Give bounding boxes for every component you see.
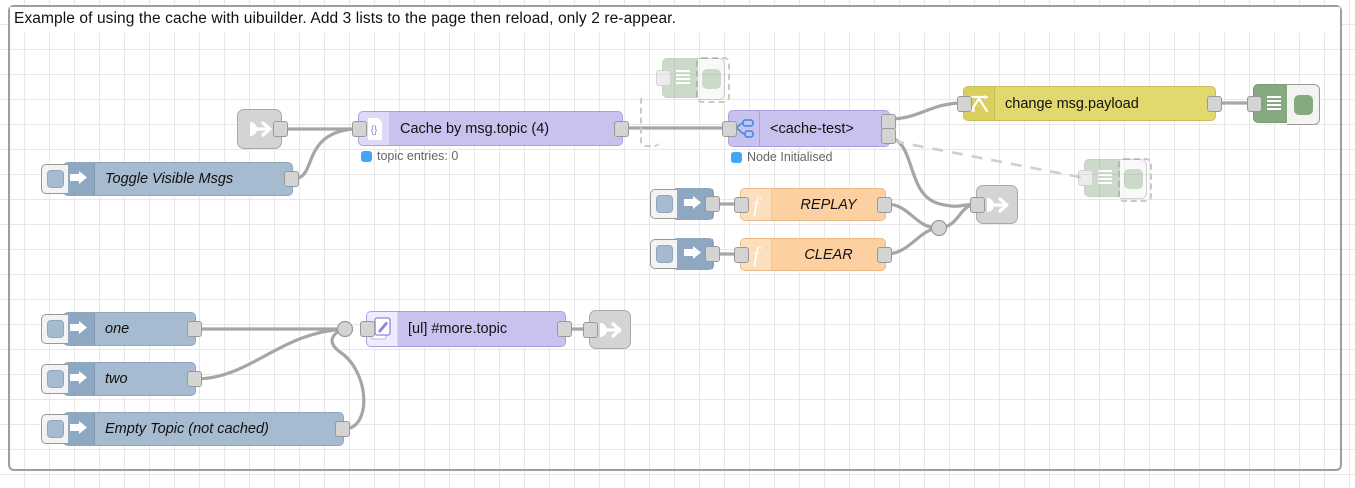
inject-trigger-button[interactable]	[41, 414, 68, 444]
flow-group-frame[interactable]	[8, 5, 1342, 471]
port-out[interactable]	[557, 321, 572, 337]
port-in[interactable]	[1247, 95, 1262, 112]
inject-button-indicator	[46, 170, 64, 188]
link-out-icon	[977, 186, 1017, 223]
port-out[interactable]	[614, 120, 629, 137]
link-out-icon	[590, 311, 630, 348]
ghost-debug-top-outline	[696, 57, 730, 103]
inject-arrow-icon	[64, 163, 95, 195]
port-in[interactable]	[734, 246, 749, 263]
inject-button-indicator	[655, 245, 673, 263]
inject-node-replay[interactable]	[650, 188, 720, 220]
status-dot	[731, 151, 742, 163]
function-node-clear[interactable]: f CLEAR	[734, 238, 892, 271]
node-label: change msg.payload	[1005, 95, 1139, 112]
inject-trigger-button[interactable]	[41, 314, 68, 344]
node-status-cache-test: Node Initialised	[731, 150, 832, 164]
debug-lines-icon	[1085, 160, 1125, 196]
port-out[interactable]	[335, 421, 350, 437]
status-text: topic entries: 0	[377, 149, 459, 163]
svg-text:f: f	[753, 193, 762, 217]
debug-ghost-mid[interactable]	[1078, 159, 1147, 199]
debug-toggle-button[interactable]	[698, 58, 725, 100]
port-out[interactable]	[187, 371, 202, 387]
change-node[interactable]: change msg.payload	[957, 86, 1222, 121]
ghost-debug-mid-outline	[1118, 158, 1152, 202]
inject-trigger-button[interactable]	[41, 364, 68, 394]
link-out-node-bottom[interactable]	[583, 310, 631, 349]
port-in[interactable]	[970, 196, 985, 213]
status-text: Node Initialised	[747, 150, 833, 164]
inject-arrow-icon	[64, 413, 95, 445]
inject-arrow-icon	[64, 363, 95, 395]
svg-text:f: f	[753, 243, 762, 267]
debug-node-right[interactable]	[1247, 84, 1320, 125]
inject-trigger-button[interactable]	[650, 189, 677, 219]
inject-node-one[interactable]: one	[41, 312, 202, 346]
port-in[interactable]	[360, 321, 375, 337]
port-out[interactable]	[273, 121, 288, 137]
uibuilder-node-ul[interactable]: [ul] #more.topic	[360, 311, 572, 347]
node-label: [ul] #more.topic	[408, 321, 508, 337]
inject-node-two[interactable]: two	[41, 362, 202, 396]
inject-node-empty-topic[interactable]: Empty Topic (not cached)	[41, 412, 350, 446]
debug-toggle-indicator	[1123, 169, 1143, 189]
inject-button-indicator	[46, 320, 64, 338]
node-label: REPLAY	[800, 196, 857, 213]
debug-toggle-button[interactable]	[1287, 84, 1320, 125]
node-label: <cache-test>	[770, 120, 854, 137]
link-in-icon	[238, 110, 281, 148]
node-label: CLEAR	[804, 246, 853, 263]
port-out[interactable]	[187, 321, 202, 337]
inject-button-indicator	[46, 370, 64, 388]
function-node-replay[interactable]: f REPLAY	[734, 188, 892, 221]
inject-node-toggle-visible[interactable]: Toggle Visible Msgs	[41, 162, 299, 196]
port-out[interactable]	[1207, 95, 1222, 112]
port-out[interactable]	[877, 246, 892, 263]
page-title: Example of using the cache with uibuilde…	[14, 10, 676, 27]
port-out[interactable]	[705, 196, 720, 212]
ghost-link-bracket	[640, 95, 660, 147]
status-dot	[361, 150, 372, 162]
node-label: one	[105, 321, 130, 337]
port-in[interactable]	[734, 196, 749, 213]
node-label: two	[105, 371, 128, 387]
port-in[interactable]	[656, 70, 671, 86]
debug-toggle-indicator	[1293, 94, 1313, 115]
port-out[interactable]	[705, 246, 720, 262]
svg-text:{}: {}	[371, 125, 378, 136]
port-in[interactable]	[583, 321, 598, 338]
debug-lines-icon	[663, 59, 703, 97]
inject-trigger-button[interactable]	[650, 239, 677, 269]
cache-node[interactable]: {} Cache by msg.topic (4) topic entries:…	[352, 111, 629, 163]
inject-arrow-icon	[64, 313, 95, 345]
port-out[interactable]	[284, 171, 299, 187]
node-status-cache: topic entries: 0	[361, 149, 458, 163]
debug-ghost-top[interactable]	[656, 58, 725, 100]
port-in[interactable]	[957, 95, 972, 112]
link-out-node-mid[interactable]	[970, 185, 1018, 224]
port-in[interactable]	[1078, 170, 1093, 186]
inject-trigger-button[interactable]	[41, 164, 68, 194]
node-label: Toggle Visible Msgs	[105, 171, 234, 187]
debug-lines-icon	[1254, 85, 1294, 122]
debug-toggle-indicator	[701, 69, 721, 89]
debug-toggle-button[interactable]	[1120, 159, 1147, 199]
port-out[interactable]	[877, 196, 892, 213]
subflow-node-cache-test[interactable]: <cache-test> Node Initialised	[722, 110, 896, 164]
port-in[interactable]	[722, 120, 737, 137]
flow-title-background	[10, 7, 1340, 33]
inject-node-clear[interactable]	[650, 238, 720, 270]
node-label: Empty Topic (not cached)	[105, 421, 269, 437]
inject-button-indicator	[655, 195, 673, 213]
port-out-2[interactable]	[881, 127, 896, 144]
inject-button-indicator	[46, 420, 64, 438]
node-label: Cache by msg.topic (4)	[400, 120, 550, 137]
port-in[interactable]	[352, 120, 367, 137]
link-in-node-top[interactable]	[237, 109, 288, 149]
